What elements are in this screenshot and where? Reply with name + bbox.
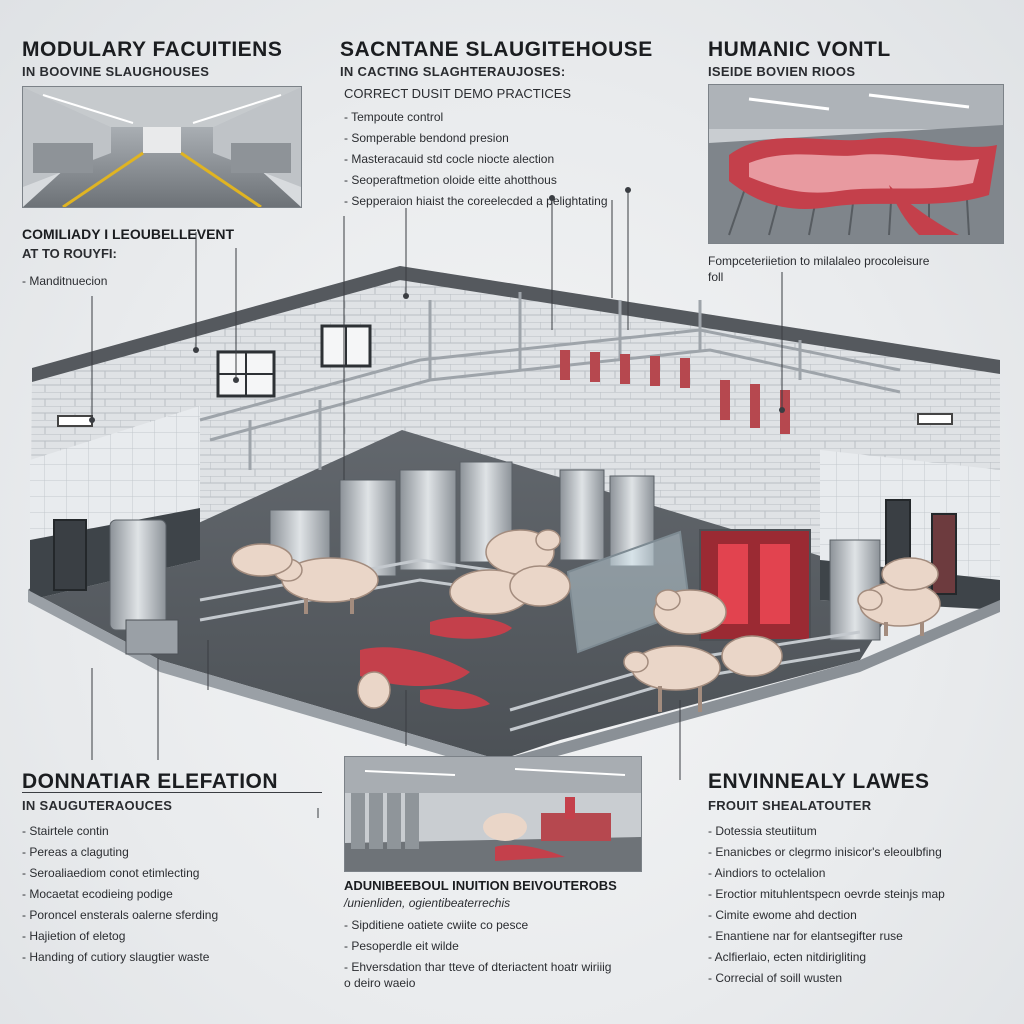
list-item: Somperable bendond presion bbox=[344, 131, 608, 145]
list-item: Handing of cutiory slaugtier waste bbox=[22, 950, 218, 964]
list-item: Aindiors to octelalion bbox=[708, 866, 945, 880]
bottom-center-trailing-line: o deiro waeio bbox=[344, 976, 416, 990]
top-right-caption-2: foll bbox=[708, 270, 724, 284]
mid-left-list: Manditnuecion bbox=[22, 274, 107, 295]
divider bbox=[22, 792, 322, 793]
top-center-subtitle: IN CACTING SLAGHTERAUJOSES: bbox=[340, 64, 566, 79]
mid-left-title: COMILIADY I LEOUBELLEVENT bbox=[22, 226, 235, 242]
top-left-subtitle: IN BOOVINE SLAUGHOUSES bbox=[22, 64, 210, 79]
meat-processing-photo bbox=[708, 84, 1004, 244]
corridor-photo bbox=[22, 86, 302, 208]
list-item: Seroaliaediom conot etimlecting bbox=[22, 866, 218, 880]
processing-line-photo bbox=[344, 756, 642, 872]
bottom-right-list: Dotessia steutiitum Enanicbes or clegrmo… bbox=[708, 824, 945, 992]
list-item: Sepperaion hiaist the coreelecded a peli… bbox=[344, 194, 607, 208]
list-item: Sipditiene oatiete cwiite co pesce bbox=[344, 918, 611, 932]
bottom-right-subtitle: FROUIT SHEALATOUTER bbox=[708, 798, 872, 813]
bottom-center-subtitle: /unienliden, ogientibeaterrechis bbox=[344, 896, 511, 910]
bottom-right-title: ENVINNEALY LAWES bbox=[708, 770, 930, 793]
bottom-center-title: ADUNIBEEBOUL INUITION BEIVOUTEROBS bbox=[344, 878, 617, 893]
list-item: Poroncel ensterals oalerne sferding bbox=[22, 908, 218, 922]
list-item: Dotessia steutiitum bbox=[708, 824, 945, 838]
list-item: Enantiene nar for elantsegifter ruse bbox=[708, 929, 945, 943]
bottom-left-title: DONNATIAR ELEFATION bbox=[22, 770, 279, 793]
list-item: Mocaetat ecodieing podige bbox=[22, 887, 218, 901]
bottom-center-list: Sipditiene oatiete cwiite co pesce Pesop… bbox=[344, 918, 611, 981]
list-item: Pereas a claguting bbox=[22, 845, 218, 859]
top-right-title: HUMANIC VONTL bbox=[708, 38, 891, 61]
list-item: Pesoperdle eit wilde bbox=[344, 939, 611, 953]
bottom-left-subtitle: IN SAUGUTERAOUCES bbox=[22, 798, 173, 813]
top-center-subtitle-2: CORRECT DUSIT DEMO PRACTICES bbox=[344, 86, 572, 101]
list-item: Ehversdation thar tteve of dteriactent h… bbox=[344, 960, 611, 974]
list-item: Cimite ewome ahd dection bbox=[708, 908, 945, 922]
bottom-left-list: Stairtele contin Pereas a claguting Sero… bbox=[22, 824, 218, 971]
list-item: Manditnuecion bbox=[22, 274, 107, 288]
list-item: Enanicbes or clegrmo inisicor's eleoulbf… bbox=[708, 845, 945, 859]
top-right-subtitle: ISEIDE BOVIEN RIOOS bbox=[708, 64, 856, 79]
list-item: Masteracauid std cocle niocte alection bbox=[344, 152, 608, 166]
mid-left-subtitle: AT TO ROUYFI: bbox=[22, 246, 117, 261]
list-item: Aclfierlaio, ecten nitdirigliting bbox=[708, 950, 945, 964]
list-item: Tempoute control bbox=[344, 110, 608, 124]
top-center-list: Tempoute control Somperable bendond pres… bbox=[344, 110, 608, 215]
top-left-title: MODULARY FACUITIENS bbox=[22, 38, 283, 61]
list-item: Eroctior mituhlentspecn oevrde steinjs m… bbox=[708, 887, 944, 901]
top-center-title: SACNTANE SLAUGITEHOUSE bbox=[340, 38, 653, 61]
list-item: Stairtele contin bbox=[22, 824, 218, 838]
list-item: Seoperaftmetion oloide eitte ahotthous bbox=[344, 173, 608, 187]
list-item: Hajietion of eletog bbox=[22, 929, 218, 943]
top-right-caption: Fompceteriietion to milalaleo procoleisu… bbox=[708, 254, 930, 268]
list-item: Correcial of soill wusten bbox=[708, 971, 945, 985]
